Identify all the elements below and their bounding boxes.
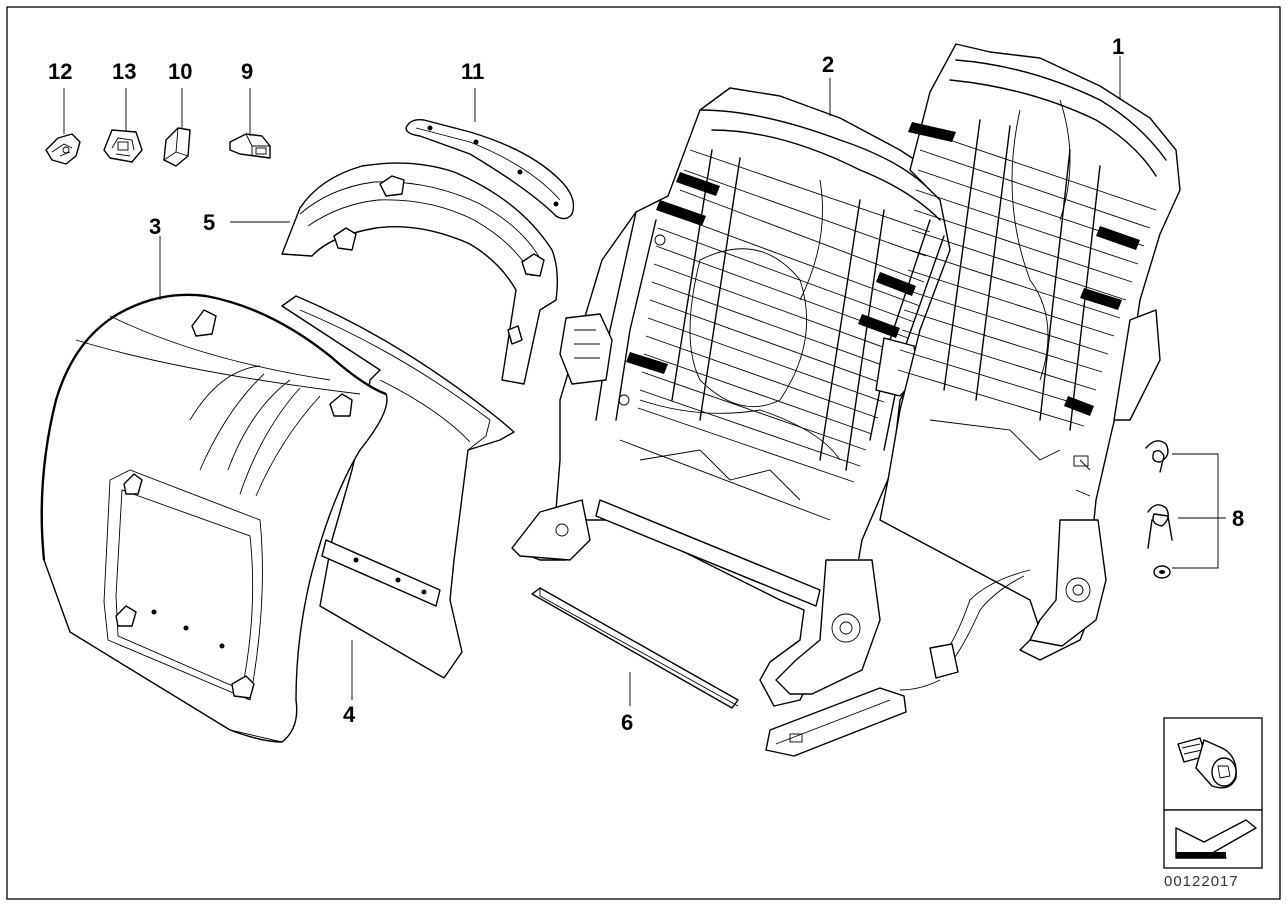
control-unit-harness[interactable] <box>765 569 1031 757</box>
callout-13: 13 <box>112 59 136 84</box>
callout-10: 10 <box>168 59 192 84</box>
part-7-arrow-box <box>1163 809 1263 869</box>
part-11-trim-strip[interactable] <box>405 118 575 220</box>
callout-9: 9 <box>241 59 253 84</box>
callout-3: 3 <box>149 214 161 239</box>
callout-8: 8 <box>1232 506 1244 531</box>
part-10-clip[interactable] <box>163 127 191 167</box>
drawing-number: 00122017 <box>1164 873 1239 890</box>
part-9-clip[interactable] <box>229 133 271 159</box>
part-13-clip[interactable] <box>103 129 143 163</box>
callout-labels: 1 2 3 4 5 6 7 8 9 10 11 12 13 <box>48 34 1252 749</box>
part-7-screw-box[interactable] <box>1163 717 1263 811</box>
callout-leaders <box>63 56 1226 706</box>
callout-6: 6 <box>621 710 633 735</box>
callout-5: 5 <box>203 210 215 235</box>
part-5-upper-panel[interactable] <box>281 162 559 385</box>
callout-4: 4 <box>343 702 356 727</box>
callout-2: 2 <box>822 52 834 77</box>
part-12-clip[interactable] <box>45 133 81 165</box>
part-3-backrest-cover[interactable] <box>40 293 388 743</box>
callout-11: 11 <box>461 59 484 84</box>
part-1-backrest-frame[interactable] <box>879 43 1181 661</box>
part-4-backing-board[interactable] <box>281 295 515 679</box>
diagram-frame <box>6 6 1281 900</box>
part-6-foam-strip[interactable] <box>531 587 739 709</box>
part-8-springs[interactable] <box>1145 440 1173 579</box>
callout-12: 12 <box>48 59 72 84</box>
callout-1: 1 <box>1112 34 1124 59</box>
part-2-backrest-frame[interactable] <box>511 87 957 707</box>
